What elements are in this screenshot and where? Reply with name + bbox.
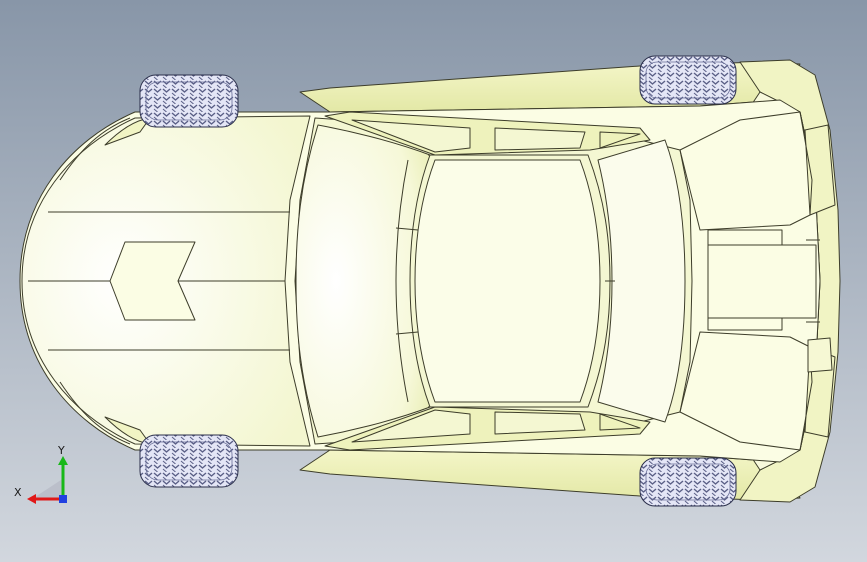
rear-notch <box>807 337 833 373</box>
wheels <box>139 55 737 507</box>
z-axis-dot <box>59 495 67 503</box>
side-window-bottom-frame <box>599 413 641 431</box>
wheel-rear-top[interactable] <box>639 55 737 105</box>
windshield-inner <box>395 159 409 403</box>
rear-deck-panel <box>707 229 817 331</box>
axis-triad[interactable]: Y X <box>14 444 68 504</box>
fender-line <box>59 381 131 445</box>
wiper-line <box>395 227 419 231</box>
side-window-bottom-frame <box>494 411 586 435</box>
rear-window <box>597 139 686 423</box>
car-model[interactable] <box>19 59 841 503</box>
side-window-top-frame <box>599 131 641 149</box>
windshield <box>295 124 431 438</box>
side-window-bottom-frame <box>351 409 471 443</box>
y-axis-arrow-icon <box>58 456 68 465</box>
fender-line <box>59 117 131 181</box>
wheel-front-bottom[interactable] <box>139 434 239 488</box>
rear-light-top <box>804 124 836 216</box>
x-axis-label: X <box>14 486 22 499</box>
rear-pillar-top <box>679 111 813 231</box>
x-axis-arrow-icon <box>27 494 36 504</box>
wiper-line <box>395 331 419 335</box>
wheel-front-top[interactable] <box>139 74 239 128</box>
wheel-rear-bottom[interactable] <box>639 457 737 507</box>
side-window-top-frame <box>351 119 471 153</box>
roof <box>414 159 601 403</box>
triad-ground-plane <box>32 478 64 499</box>
y-axis-label: Y <box>57 444 65 457</box>
hood-chevron-emblem <box>109 241 196 321</box>
side-window-top-frame <box>494 127 586 151</box>
